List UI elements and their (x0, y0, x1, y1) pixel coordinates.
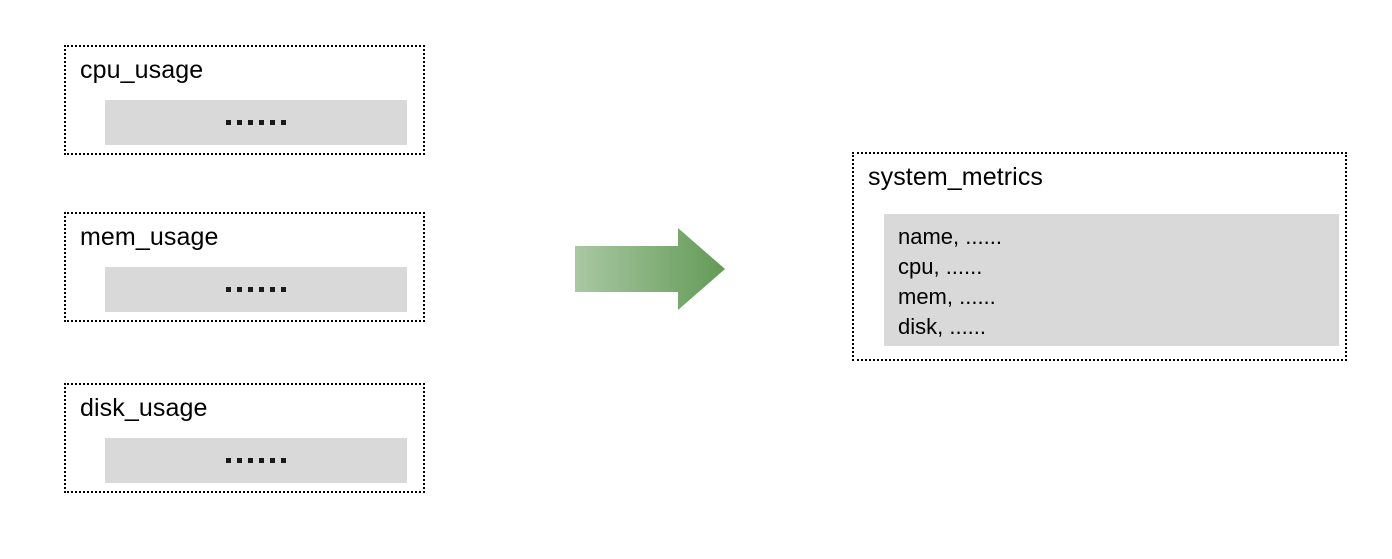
entity-title: cpu_usage (80, 56, 204, 84)
entity-body-placeholder (105, 100, 407, 145)
field-row: cpu, ...... (898, 254, 983, 279)
ellipsis-icon (226, 287, 286, 292)
field-row: mem, ...... (898, 284, 996, 309)
field-row: name, ...... (898, 224, 1002, 249)
ellipsis-icon (226, 458, 286, 463)
source-entity-cpu-usage[interactable]: cpu_usage (64, 45, 425, 155)
entity-body-placeholder (105, 267, 407, 312)
arrow-right-icon (575, 228, 725, 310)
entity-title: system_metrics (868, 163, 1044, 191)
source-entity-disk-usage[interactable]: disk_usage (64, 383, 425, 493)
entity-body-placeholder (105, 438, 407, 483)
target-entity-system-metrics[interactable]: system_metrics name, ...... cpu, ...... … (852, 152, 1347, 361)
field-list: name, ...... cpu, ...... mem, ...... dis… (898, 222, 1002, 342)
field-row: disk, ...... (898, 314, 987, 339)
ellipsis-icon (226, 120, 286, 125)
source-entity-mem-usage[interactable]: mem_usage (64, 212, 425, 322)
entity-title: mem_usage (80, 223, 219, 251)
entity-title: disk_usage (80, 394, 208, 422)
entity-body-fields: name, ...... cpu, ...... mem, ...... dis… (884, 214, 1339, 346)
